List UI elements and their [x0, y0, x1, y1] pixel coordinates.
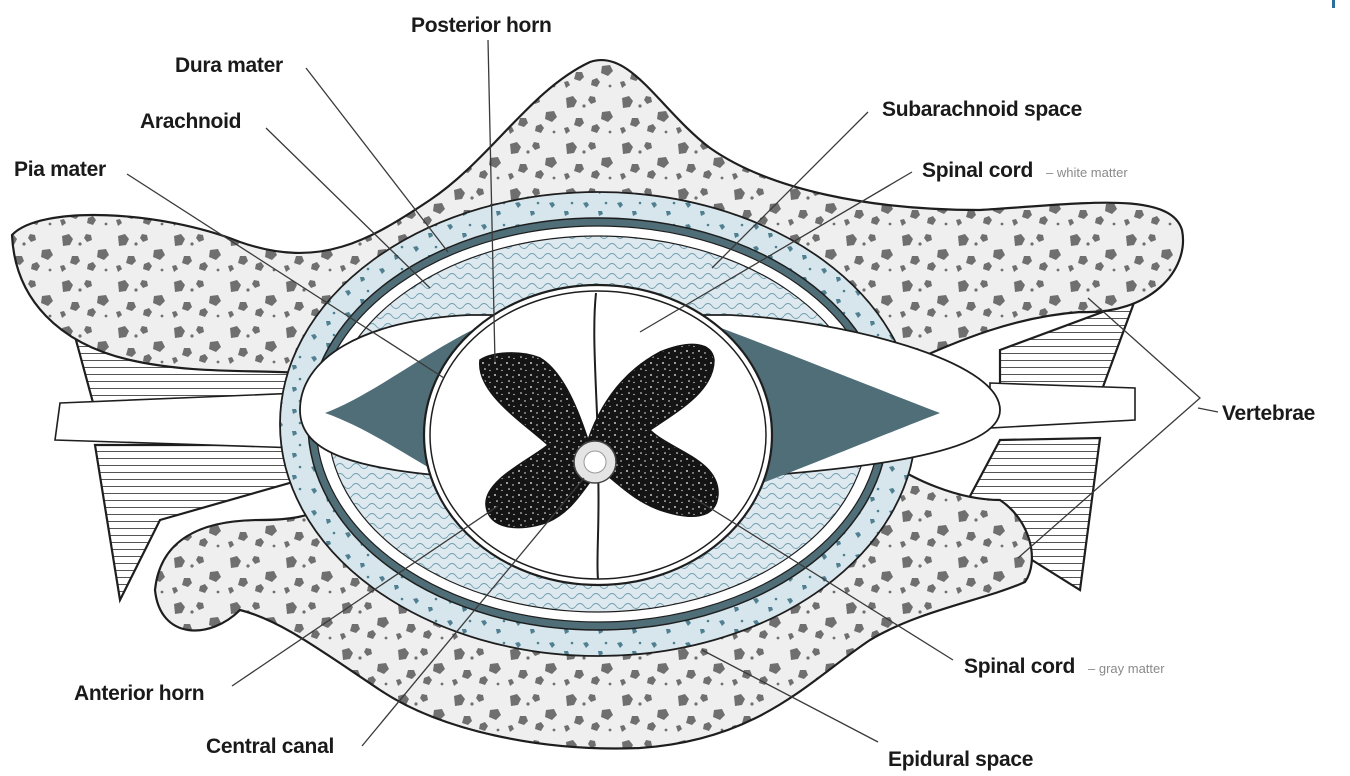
label-posterior-horn: Posterior horn [411, 14, 551, 37]
label-arachnoid: Arachnoid [140, 110, 241, 133]
label-pia-mater: Pia mater [14, 158, 106, 181]
label-vertebrae: Vertebrae [1222, 402, 1315, 425]
label-subarachnoid-space: Subarachnoid space [882, 98, 1082, 121]
label-central-canal: Central canal [206, 735, 334, 758]
label-spinal-cord-gray-note: – gray matter [1088, 661, 1165, 676]
label-dura-mater: Dura mater [175, 54, 283, 77]
anterior-median-fissure [597, 470, 598, 579]
corner-mark [1332, 0, 1335, 8]
label-spinal-cord-gray: Spinal cord [964, 655, 1075, 678]
label-spinal-cord-white: Spinal cord [922, 159, 1033, 182]
label-anterior-horn: Anterior horn [74, 682, 204, 705]
label-spinal-cord-white-note: – white matter [1046, 165, 1128, 180]
label-epidural-space: Epidural space [888, 748, 1033, 771]
